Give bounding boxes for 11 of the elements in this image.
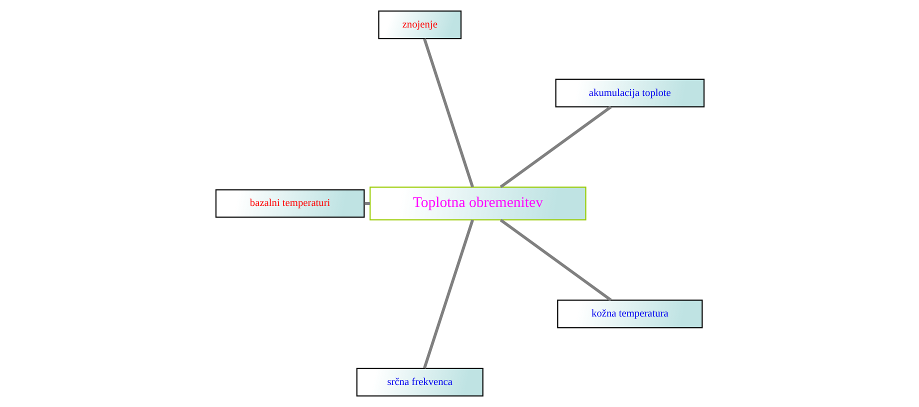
connector <box>499 218 612 302</box>
node-box: Toplotna obremenitev <box>369 186 586 220</box>
node-box: akumulacija toplote <box>554 78 704 108</box>
connector <box>422 38 474 188</box>
connector <box>422 220 474 369</box>
node-box: bazalni temperaturi <box>214 189 364 218</box>
connector <box>364 202 370 205</box>
connector <box>499 106 612 188</box>
node-box: srčna frekvenca <box>356 368 483 396</box>
node-box: kožna temperatura <box>556 300 702 328</box>
node-box: znojenje <box>378 10 462 40</box>
